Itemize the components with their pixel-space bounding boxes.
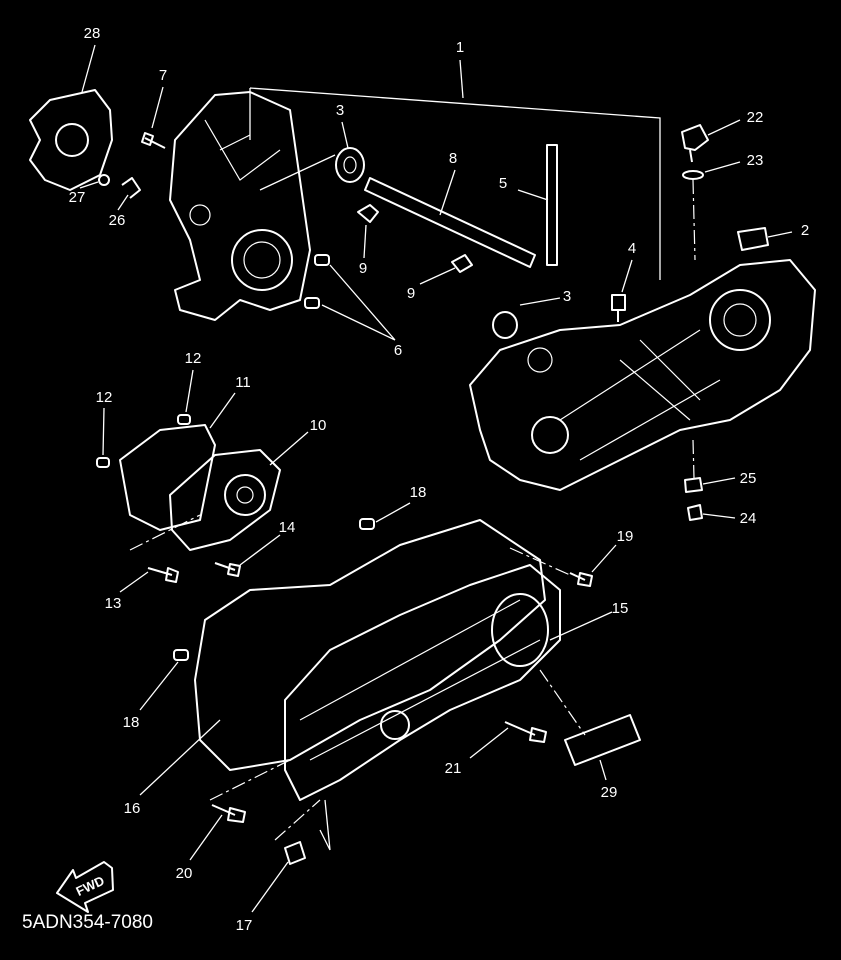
- part-9-seal-b: [419, 254, 473, 285]
- part-5-pin: [517, 144, 558, 266]
- callout-12: 12: [185, 350, 202, 367]
- part-24-drain-bolt: [687, 504, 736, 521]
- callout-15: 15: [612, 600, 629, 617]
- callout-29: 29: [601, 784, 618, 801]
- part-19-bolt: [569, 544, 617, 587]
- callout-27: 27: [69, 189, 86, 206]
- part-23-oring: [682, 161, 741, 180]
- part-6-dowels: [304, 254, 396, 341]
- callout-3: 3: [563, 288, 571, 305]
- part-7-bolt: [141, 86, 166, 149]
- callout-18: 18: [123, 714, 140, 731]
- part-17-dowel: [251, 841, 306, 913]
- callout-9: 9: [359, 260, 367, 277]
- part-21-bolt: [469, 721, 547, 759]
- part-28-plate: [29, 44, 113, 191]
- callout-19: 19: [617, 528, 634, 545]
- callout-10: 10: [310, 417, 327, 434]
- part-9-seal-a: [357, 204, 379, 259]
- part-11-gasket: [119, 392, 236, 531]
- callout-24: 24: [740, 510, 757, 527]
- callout-28: 28: [84, 25, 101, 42]
- callout-14: 14: [279, 519, 296, 536]
- part-14-bolt: [214, 534, 281, 577]
- callout-labels: 1 2 3 3 4 5 6 7 8 9 9 10 11 12 12 13 14 …: [69, 25, 810, 934]
- callout-17: 17: [236, 917, 253, 934]
- part-2-sleeve: [737, 227, 793, 251]
- part-20-bolt: [189, 804, 246, 861]
- callout-21: 21: [445, 760, 462, 777]
- assembly-bracket-1: [249, 59, 661, 280]
- part-15-crankcase-cover: [284, 564, 613, 801]
- part-right-crankcase: [469, 259, 816, 491]
- callout-9: 9: [407, 285, 415, 302]
- part-left-crankcase: [169, 91, 336, 321]
- part-26-clip: [117, 177, 141, 211]
- part-10-cover: [169, 431, 309, 551]
- part-18-dowel-a: [359, 502, 411, 530]
- callout-22: 22: [747, 109, 764, 126]
- diagram-code: 5ADN354-7080: [22, 912, 153, 933]
- part-18-dowel-b: [139, 649, 189, 711]
- part-16-gasket: [139, 519, 546, 796]
- callout-13: 13: [105, 595, 122, 612]
- callout-16: 16: [124, 800, 141, 817]
- callout-2: 2: [801, 222, 809, 239]
- callout-25: 25: [740, 470, 757, 487]
- part-4-bolt: [611, 259, 633, 322]
- callout-6: 6: [394, 342, 402, 359]
- callout-12: 12: [96, 389, 113, 406]
- callout-8: 8: [449, 150, 457, 167]
- callout-4: 4: [628, 240, 636, 257]
- part-3-bearing: [335, 121, 365, 183]
- part-22-cap: [681, 119, 741, 163]
- callout-7: 7: [159, 67, 167, 84]
- part-25-washer: [684, 477, 736, 493]
- fwd-arrow-icon: FWD: [56, 861, 114, 913]
- callout-11: 11: [235, 374, 251, 391]
- part-29-label: [564, 714, 641, 781]
- callout-20: 20: [176, 865, 193, 882]
- callout-18: 18: [410, 484, 427, 501]
- callout-26: 26: [109, 212, 126, 229]
- callout-1: 1: [456, 39, 464, 56]
- callout-23: 23: [747, 152, 764, 169]
- callout-5: 5: [499, 175, 507, 192]
- part-27-bolt: [79, 174, 110, 189]
- part-13-bolt: [119, 567, 179, 593]
- callout-3: 3: [336, 102, 344, 119]
- part-8-shaft: [364, 169, 536, 268]
- part-12-dowels: [96, 369, 194, 468]
